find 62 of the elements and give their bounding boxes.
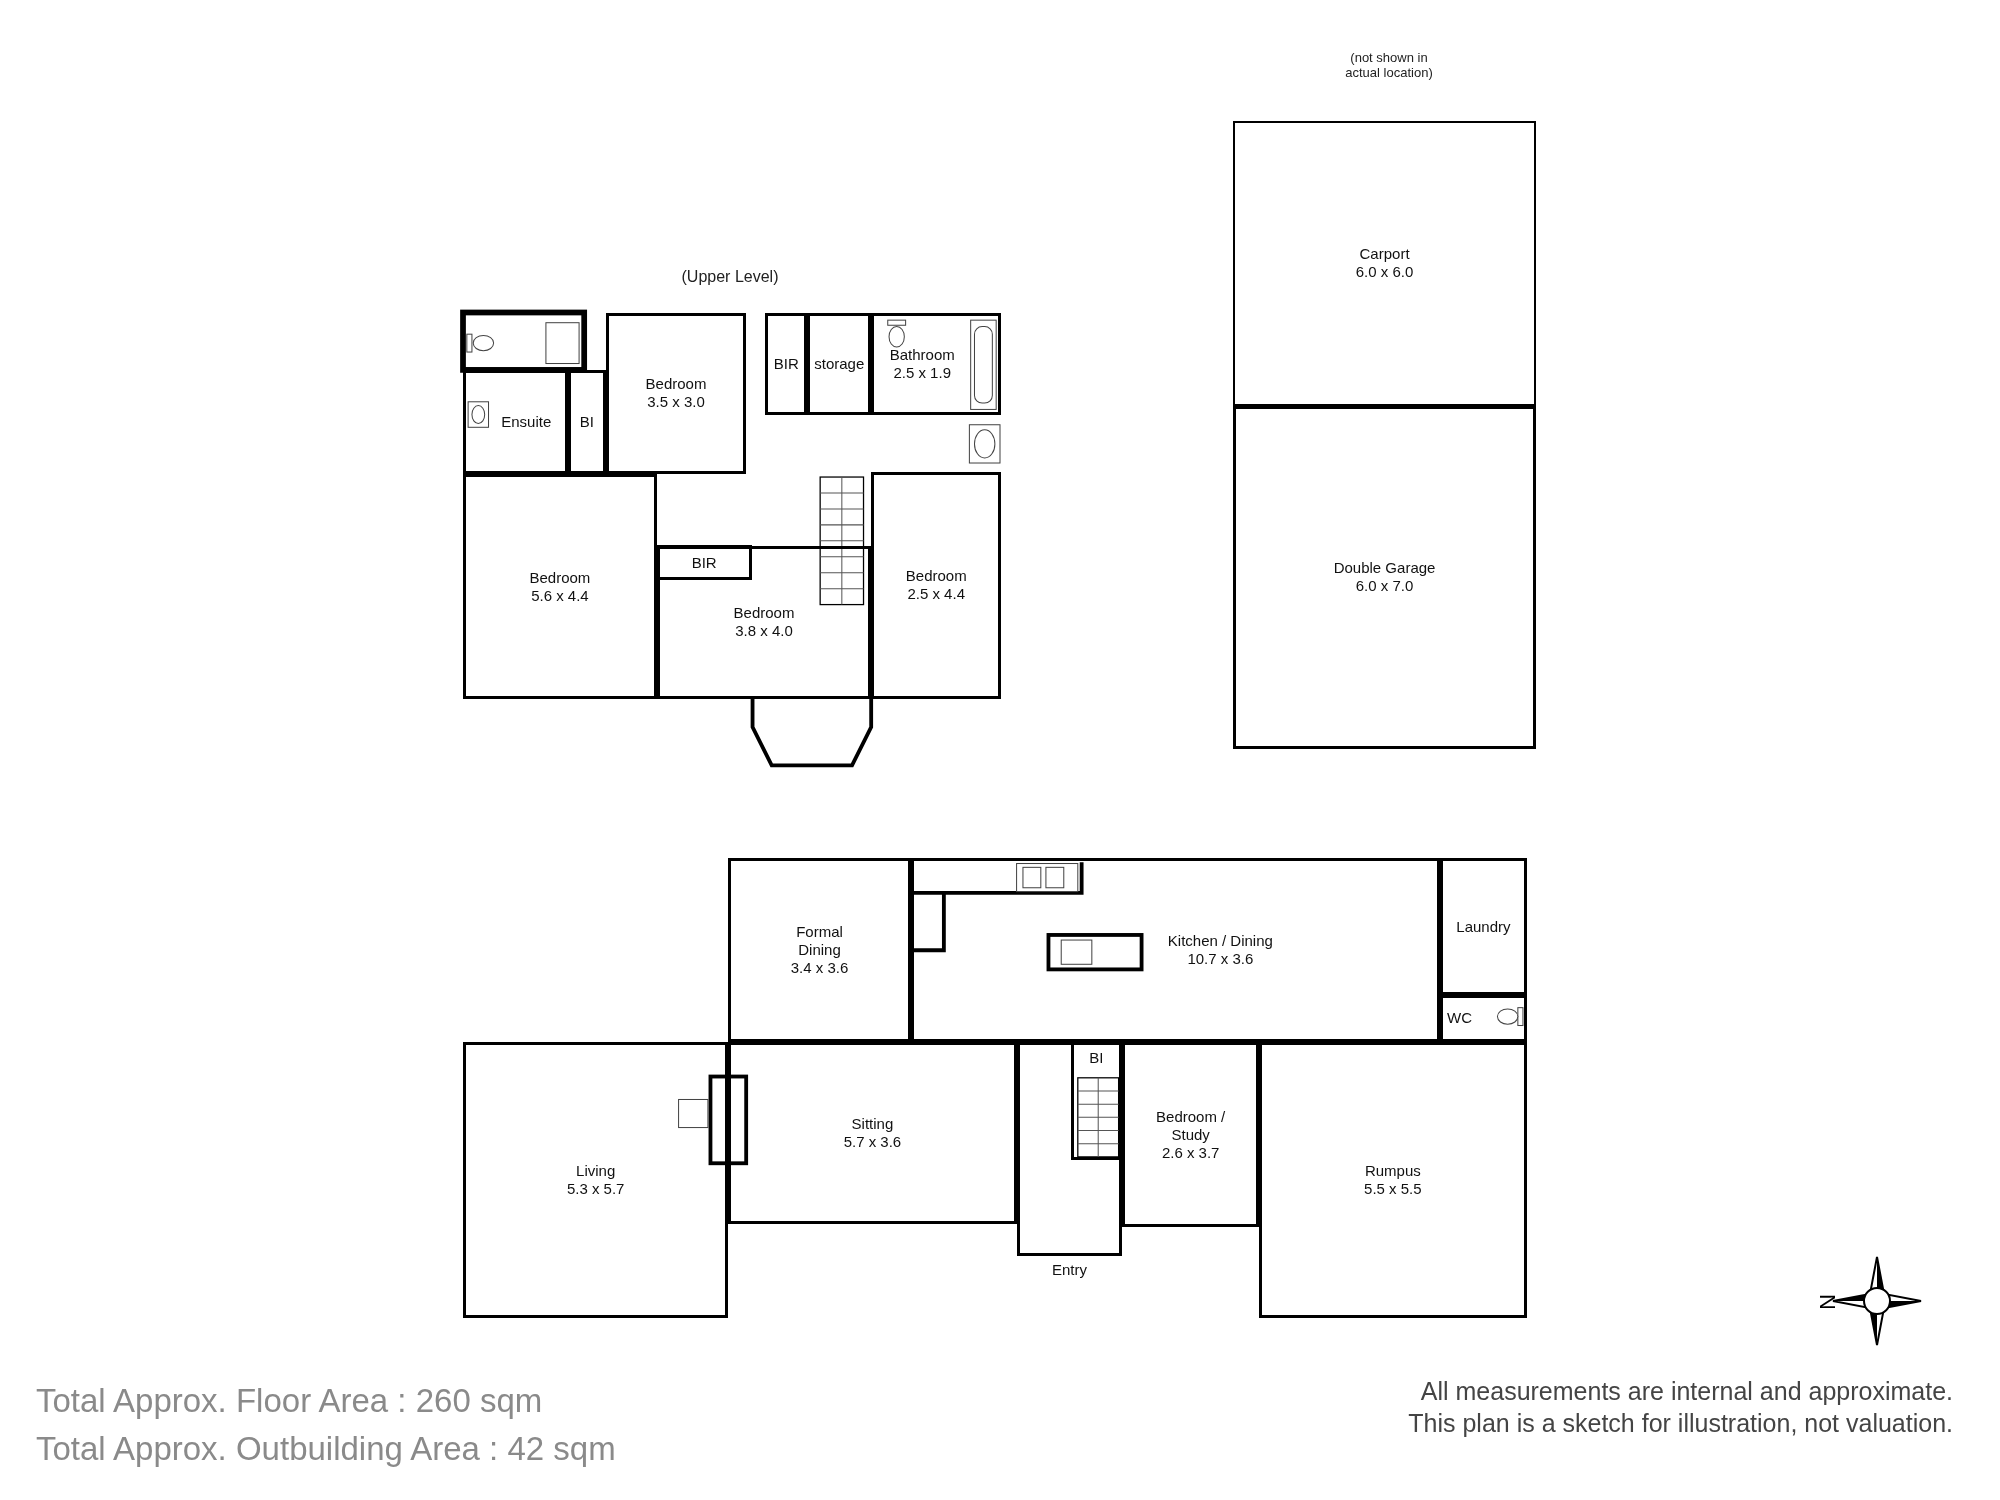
room-outline [656,545,872,699]
room-outline [1233,121,1536,406]
room-dimensions: 3.8 x 4.0 [735,622,793,641]
room-name: Bedroom [905,567,967,586]
room-dimensions: 5.6 x 4.4 [531,586,589,605]
room-outline [728,858,911,1043]
room-name: BI [579,413,594,432]
room-name: Bedroom / Study [1155,1107,1227,1144]
room-outline [463,474,657,699]
level-title: (Upper Level) [681,268,779,286]
room-outline [1233,405,1536,749]
room-dimensions: 5.3 x 5.7 [566,1179,625,1198]
room-outline [463,369,568,475]
room-name: Laundry [1456,917,1511,936]
room-name: Rumpus [1364,1161,1421,1180]
room-name: Ensuite [501,413,552,432]
room-dimensions: 6.0 x 7.0 [1355,577,1414,596]
room-name: Formal Dining [795,923,844,960]
room-dimensions: 2.5 x 1.9 [893,363,951,382]
room-name: Double Garage [1333,559,1436,578]
room-dimensions: 2.5 x 4.4 [907,585,965,604]
room-outline [871,312,1002,415]
room-dimensions: 10.7 x 3.6 [1187,950,1254,969]
disclaimer-note: All measurements are internal and approximate. [1420,1377,1953,1406]
room-name: BI [1089,1048,1104,1067]
room-outline [1440,994,1527,1043]
room-outline [910,858,1441,1043]
room-name: Bedroom [733,604,795,623]
room-outline [1440,858,1527,995]
room-outline [807,312,872,415]
room-name: Bedroom [645,375,707,394]
disclaimer-note: This plan is a sketch for illustration, not valuation. [1408,1409,1953,1438]
room-outline [765,312,808,415]
room-dimensions: 5.7 x 3.6 [843,1133,902,1152]
room-outline [728,1042,1017,1225]
room-outline [567,369,606,475]
room-name: Entry [1052,1261,1087,1280]
room-name: Living [576,1161,616,1180]
room-dimensions: 3.5 x 3.0 [647,393,705,412]
room-name: BIR [773,354,799,373]
room-name: BIR [691,553,717,572]
room-dimensions: 6.0 x 6.0 [1355,263,1414,282]
room-outline [1258,1042,1527,1318]
room-outline [605,312,747,475]
room-dimensions: 3.4 x 3.6 [790,959,849,978]
room-outline [871,471,1002,699]
room-outline [656,545,753,580]
room-name: Bedroom [529,568,591,587]
room-name: Kitchen / Dining [1167,932,1273,951]
area-summary: Total Approx. Floor Area : 260 sqm [36,1382,543,1420]
room-outline [1122,1042,1259,1227]
room-name: WC [1447,1009,1473,1028]
room-dimensions: 2.6 x 3.7 [1161,1143,1220,1162]
room-name: Bathroom [889,345,955,364]
room-name: storage [814,354,865,373]
room-name: Carport [1359,245,1410,264]
room-outline [463,1042,729,1318]
note: (not shown in actual location) [1344,50,1434,80]
room-dimensions: 5.5 x 5.5 [1364,1179,1422,1198]
compass-north-label: N [1814,1294,1840,1310]
area-summary: Total Approx. Outbuilding Area : 42 sqm [36,1430,616,1468]
room-name: Sitting [851,1115,894,1134]
